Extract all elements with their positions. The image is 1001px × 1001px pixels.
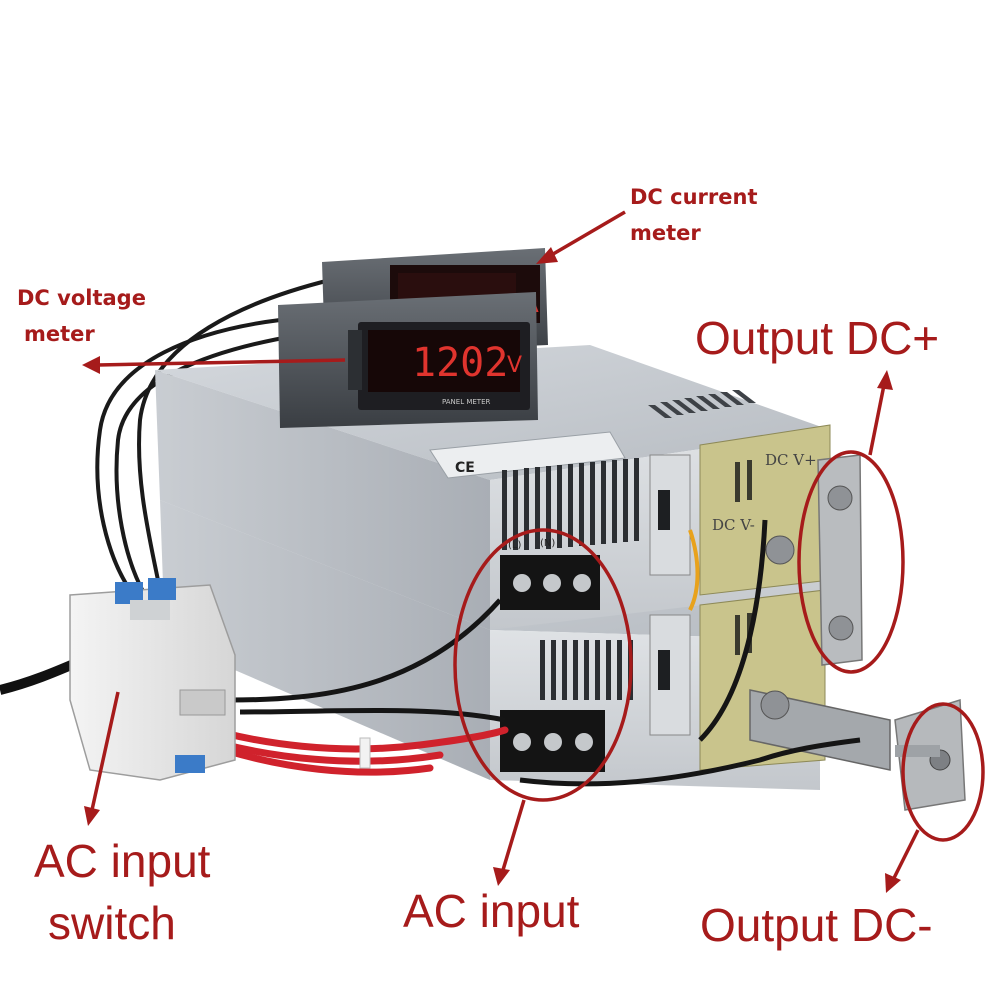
ac-input-label: AC input xyxy=(403,885,580,937)
voltage-reading: 1202 xyxy=(412,340,508,386)
terminal-l-label: (L) xyxy=(508,540,521,551)
terminal-n-label: (N) xyxy=(540,538,555,549)
voltage-meter xyxy=(278,292,538,428)
ce-mark: CE xyxy=(455,460,475,476)
meter-wires xyxy=(95,278,331,596)
signal-wire xyxy=(688,529,700,611)
annotations xyxy=(82,210,985,893)
ac-input-switch-label-2: switch xyxy=(48,897,176,949)
ac-input-switch-label: AC input xyxy=(34,835,211,887)
output-dc-minus-label: Output DC- xyxy=(700,899,933,951)
ac-terminal-top xyxy=(500,555,600,610)
circuit-breaker xyxy=(69,578,236,781)
dc-voltage-meter-label-2: meter xyxy=(24,322,95,346)
dc-current-meter-label-2: meter xyxy=(630,221,701,245)
black-wires xyxy=(229,519,861,787)
meter-brand: PANEL METER xyxy=(442,398,491,406)
rating-label xyxy=(429,431,626,479)
front-vents-top xyxy=(502,458,639,550)
dc-plus-marking: DC V+ xyxy=(765,451,817,469)
dc-current-meter-label: DC current xyxy=(630,185,758,209)
voltage-unit: V xyxy=(507,353,522,378)
output-dc-plus-label: Output DC+ xyxy=(695,312,940,364)
dc-voltage-meter-label: DC voltage xyxy=(17,286,146,310)
front-vents-bottom xyxy=(540,640,633,700)
dc-minus-marking: DC V- xyxy=(712,516,755,534)
dc-plus-busbar xyxy=(817,454,863,666)
ac-terminal-bottom xyxy=(500,710,605,772)
